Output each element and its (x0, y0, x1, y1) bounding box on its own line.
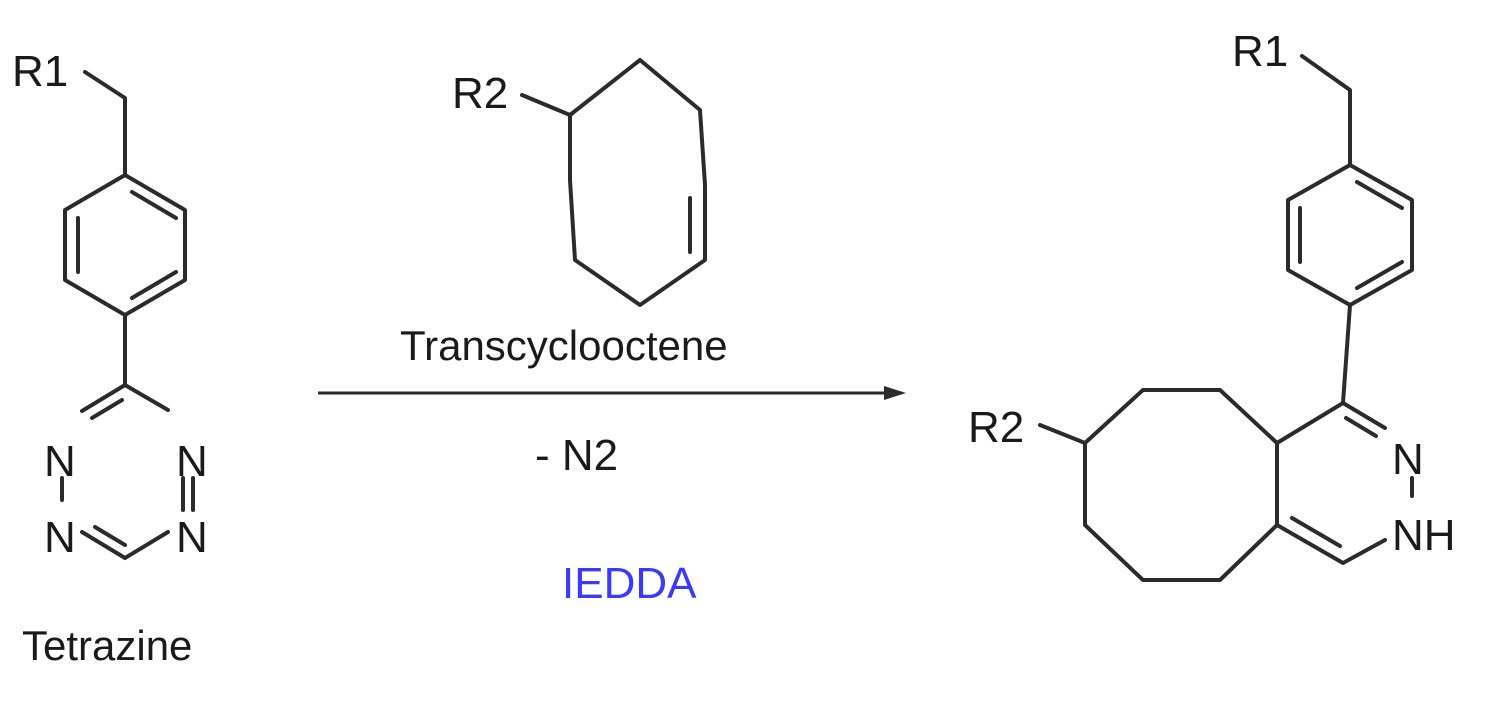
product-nh-label: NH (1392, 511, 1456, 560)
benzene-ring (63, 173, 187, 317)
r1-bond (83, 70, 127, 177)
tetrazine-n-upper-right: N (176, 437, 208, 486)
transcyclooctene-label: Transcyclooctene (400, 322, 728, 369)
product-benzene-ring (1286, 163, 1414, 307)
product-r1-label: R1 (1232, 27, 1288, 76)
tetrazine-n-lower-left: N (44, 513, 76, 562)
tetrazine-n-upper-left: N (44, 437, 76, 486)
r2-label: R2 (452, 69, 508, 118)
product-aryl-bond (1341, 303, 1352, 405)
cyclooctane-ring (1083, 388, 1279, 582)
r1-label: R1 (12, 47, 68, 96)
product-benzene-double-bonds (1298, 180, 1404, 290)
tetrazine-n-lower-right: N (176, 513, 208, 562)
tetrazine-label: Tetrazine (22, 622, 192, 669)
tetrazine-ring-bonds (60, 383, 195, 560)
iedda-label: IEDDA (562, 559, 697, 608)
arrow-head-icon (884, 386, 906, 400)
product-n-label: N (1392, 435, 1424, 484)
product-r1-bond (1300, 54, 1352, 167)
reaction-arrow: - N2 IEDDA (318, 386, 906, 608)
product-r2-bond (1038, 423, 1087, 445)
byproduct-label: - N2 (535, 431, 618, 480)
tetrazine-molecule: R1 N N N N Tetrazine (12, 47, 208, 669)
product-molecule: R1 R2 N NH (968, 27, 1456, 582)
transcyclooctene-molecule: R2 Transcyclooctene (400, 58, 728, 369)
cyclooctene-ring (568, 58, 707, 307)
benzene-double-bonds (76, 190, 178, 300)
dihydropyridazine-bonds (1275, 401, 1414, 565)
product-r2-label: R2 (968, 403, 1024, 452)
r2-bond (520, 93, 572, 117)
